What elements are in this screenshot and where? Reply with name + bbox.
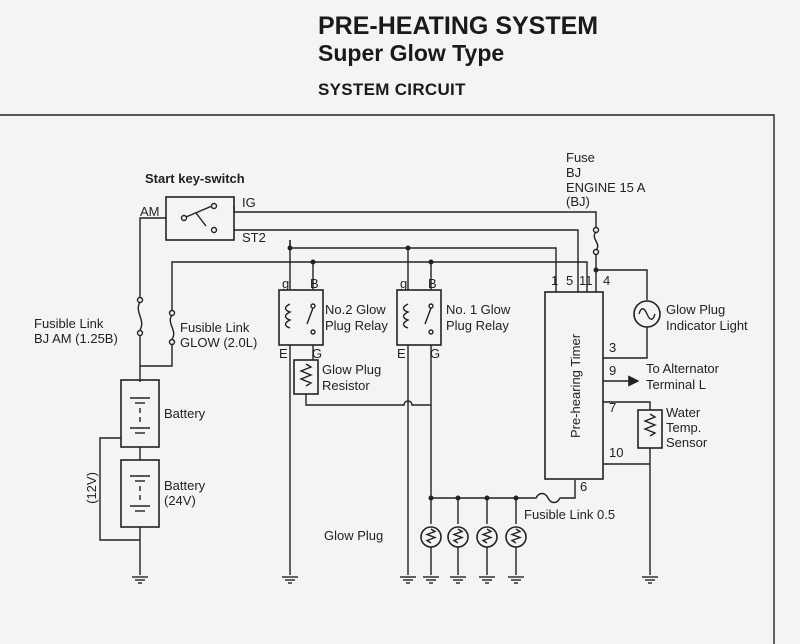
relay2-e-label: E [279,346,288,361]
timer-pin-6: 6 [580,479,587,494]
relay-2 [278,289,324,346]
resistor-output-wire [305,394,431,406]
switch-am-label: AM [140,204,160,219]
timer-pin-5: 5 [566,273,573,288]
battery-1-label: Battery [164,406,206,421]
fusible-am-label: Fusible Link [34,316,104,331]
relay2-b-label: B [310,276,319,291]
relay2-ground-icon [281,576,299,584]
fuse-bj-label: BJ [566,165,581,180]
sensor-label-1: Water [666,405,701,420]
switch-st2-label: ST2 [242,230,266,245]
glow-plug-ground-icon [449,576,467,584]
alternator-label: To Alternator [646,361,720,376]
timer-pin-7: 7 [609,400,616,415]
relay1-g-label: g [400,276,407,291]
relay-1 [396,289,442,346]
timer-pin-3: 3 [609,340,616,355]
relay1-b-label: B [428,276,437,291]
wire-to-pin1 [289,240,557,292]
glow-plug-ground-icon [507,576,525,584]
fuse-label: Fuse [566,150,595,165]
relay2-gt-label: G [312,346,322,361]
st2-wire [234,229,579,292]
timer-pin-1: 1 [551,273,558,288]
page-subtitle: Super Glow Type [318,40,505,66]
indicator-lamp-icon [633,300,661,328]
relay2-label: No.2 Glow [325,302,386,317]
start-key-switch [165,196,235,241]
timer-pin-11: 11 [579,273,593,288]
12v-label: (12V) [84,472,99,504]
fuse-symbol [592,226,600,292]
indicator-feed-wire [596,269,648,300]
start-switch-label: Start key-switch [145,171,245,186]
alternator-label-2: Terminal L [646,377,706,392]
glow-plug-label: Glow Plug [324,528,383,543]
ig-wire [233,206,597,227]
fusible-link-glow [140,309,176,367]
sensor-label-2: Temp. [666,420,701,435]
glow-plug-ground-icon [422,576,440,584]
fusible-am-rating: BJ AM (1.25B) [34,331,118,346]
glow-plug-ground-icon [478,576,496,584]
battery-1 [120,379,160,448]
glow-bus-wire [171,261,588,310]
glow-plugs [420,498,527,575]
timer-pin-9: 9 [609,363,616,378]
relay1-ground-icon [399,576,417,584]
indicator-return-wire [603,327,648,359]
relay1-label: No. 1 Glow [446,302,511,317]
resistor-label-2: Resistor [322,378,370,393]
battery-2-label: Battery [164,478,206,493]
fusible-05-label: Fusible Link 0.5 [524,507,615,522]
sensor-ground-icon [641,576,659,584]
timer-pin-4: 4 [603,273,610,288]
indicator-label: Glow Plug [666,302,725,317]
indicator-label-2: Indicator Light [666,318,748,333]
relay1-e-label: E [397,346,406,361]
am-wire [139,217,166,298]
relay2-g-label: g [282,276,289,291]
fusible-glow-rating: GLOW (2.0L) [180,335,257,350]
switch-ig-label: IG [242,195,256,210]
section-title: SYSTEM CIRCUIT [318,80,466,99]
battery-2-voltage: (24V) [164,493,196,508]
fuse-bj2-label: (BJ) [566,194,590,209]
sensor-feed-wire [603,401,651,410]
relay1-label-2: Plug Relay [446,318,509,333]
timer-pin-10: 10 [609,445,623,460]
fuse-rating-label: ENGINE 15 A [566,180,646,195]
page-title: PRE-HEATING SYSTEM [318,12,599,40]
diagram-frame [0,114,775,644]
relay1-gt-label: G [430,346,440,361]
fusible-link-am [136,296,144,382]
12v-tap-wire [99,437,140,541]
timer-label: Pre-hearing Timer [568,333,583,438]
glow-plug-bus [431,480,576,504]
battery-2 [120,459,160,528]
water-temp-sensor [637,409,663,449]
pre-heating-timer [544,291,604,480]
battery-ground-icon [131,576,149,584]
sensor-label-3: Sensor [666,435,708,450]
glow-plug-resistor [293,359,319,395]
resistor-label: Glow Plug [322,362,381,377]
relay2-label-2: Plug Relay [325,318,388,333]
fusible-glow-label: Fusible Link [180,320,250,335]
